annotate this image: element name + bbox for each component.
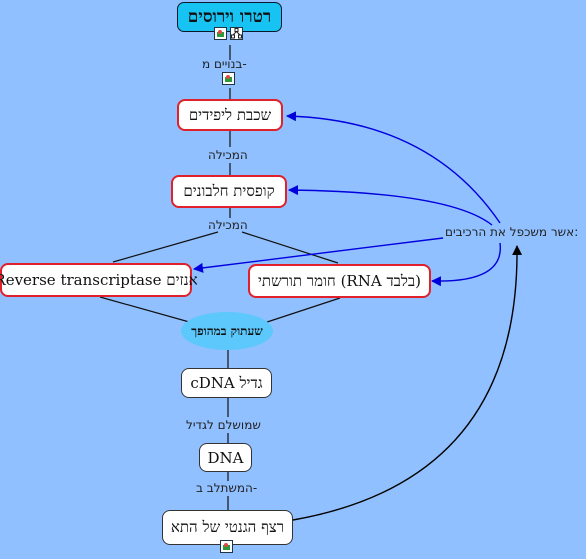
link-label-integrates-into: המשתלב ב- xyxy=(196,481,258,495)
image-icon[interactable] xyxy=(220,540,233,553)
arrow-to-capsid xyxy=(288,185,493,226)
arrow-to-enzyme xyxy=(193,237,444,273)
link-label-contains-1: המכילה xyxy=(208,148,248,162)
arrow-to-lipid xyxy=(286,111,501,224)
image-icon[interactable] xyxy=(214,27,227,40)
link-label-contains-2: המכילה xyxy=(208,218,248,232)
protein-capsid-node[interactable]: קופסית חלבונים xyxy=(171,175,287,208)
image-icon[interactable] xyxy=(222,72,235,85)
link-label-built-from: בנויים מ- xyxy=(202,57,247,71)
genetic-material-rna-node[interactable]: חומר תורשתי (RNA בלבד) xyxy=(248,264,431,298)
cdna-strand-node[interactable]: cDNA גדיל xyxy=(181,368,272,398)
reverse-transcription-node[interactable]: שעתוק במהופך xyxy=(181,312,273,350)
concept-map-icon[interactable] xyxy=(230,27,243,40)
retroviruses-node[interactable]: רטרו וירוסים xyxy=(177,2,282,32)
arrow-to-rna xyxy=(431,242,501,287)
link-label-replicates-components: אשר משכפל את הרכיבים: xyxy=(445,225,579,239)
dna-node[interactable]: DNA xyxy=(199,443,252,472)
link-label-complemented-to-strand: שמושלם לגדיל xyxy=(186,418,261,432)
edge-contains-enzyme xyxy=(112,231,219,263)
arrow-host-to-replicator xyxy=(292,245,523,521)
reverse-transcriptase-enzyme-node[interactable]: Reverse transcriptase אנזים xyxy=(0,263,198,297)
edge-rna-reverse xyxy=(257,297,341,326)
edge-enzyme-reverse xyxy=(99,296,201,326)
edge-contains-rna xyxy=(241,231,339,264)
lipid-layer-node[interactable]: שכבת ליפידים xyxy=(177,99,283,131)
